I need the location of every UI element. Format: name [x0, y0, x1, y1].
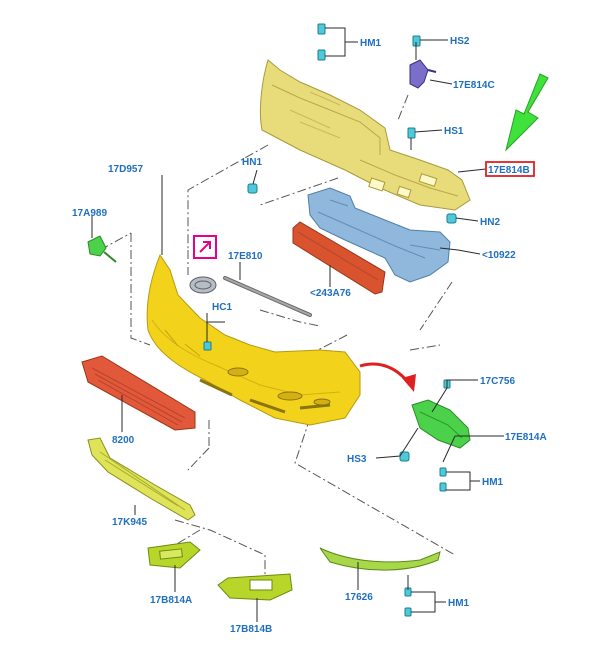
lip-spoiler [319, 547, 441, 571]
label-10922: <10922 [482, 250, 516, 261]
fog-bezel-right [217, 573, 293, 601]
guide-lines [99, 94, 456, 575]
arrow-down-left-icon [505, 73, 549, 152]
seal-strip [292, 221, 386, 295]
upper-absorber [259, 59, 471, 211]
fog-bezel-left [147, 541, 201, 569]
highlight-box [485, 161, 535, 177]
label-hm1-bottom: HM1 [448, 598, 470, 609]
purple-bracket [409, 59, 437, 89]
side-clip-bracket [87, 235, 117, 263]
label-17626: 17626 [345, 592, 373, 603]
curved-arrow-right-icon [359, 362, 416, 392]
camera-flag-icon [193, 235, 217, 259]
label-17e814b: 17E814B [488, 165, 530, 176]
label-hs2: HS2 [450, 36, 470, 47]
label-hn2: HN2 [480, 217, 500, 228]
bumper-cover [146, 253, 361, 426]
label-hs1: HS1 [444, 126, 464, 137]
part-labels: HM1 HS2 17E814C HS1 17E814B 17D957 HN1 1… [72, 36, 547, 635]
ford-emblem [189, 276, 217, 294]
label-17a989: 17A989 [72, 208, 107, 219]
label-hm1-top: HM1 [360, 38, 382, 49]
label-hm1-right: HM1 [482, 477, 504, 488]
retainer-strip [223, 276, 312, 317]
label-hs3: HS3 [347, 454, 367, 465]
label-17b814a: 17B814A [150, 595, 192, 606]
reinforcement-beam [307, 187, 451, 283]
label-hn1: HN1 [242, 157, 262, 168]
label-17e814a: 17E814A [505, 432, 547, 443]
label-17k945: 17K945 [112, 517, 147, 528]
lower-grille [81, 355, 196, 431]
side-bracket [411, 399, 471, 449]
grille-frame [87, 437, 196, 521]
label-17b814b: 17B814B [230, 624, 272, 635]
label-243a76: <243A76 [310, 288, 351, 299]
label-hc1: HC1 [212, 302, 232, 313]
label-17d957: 17D957 [108, 164, 143, 175]
leader-lines [91, 27, 504, 622]
label-8200: 8200 [112, 435, 135, 446]
label-17c756: 17C756 [480, 376, 515, 387]
label-17e814c: 17E814C [453, 80, 495, 91]
label-17e810: 17E810 [228, 251, 263, 262]
